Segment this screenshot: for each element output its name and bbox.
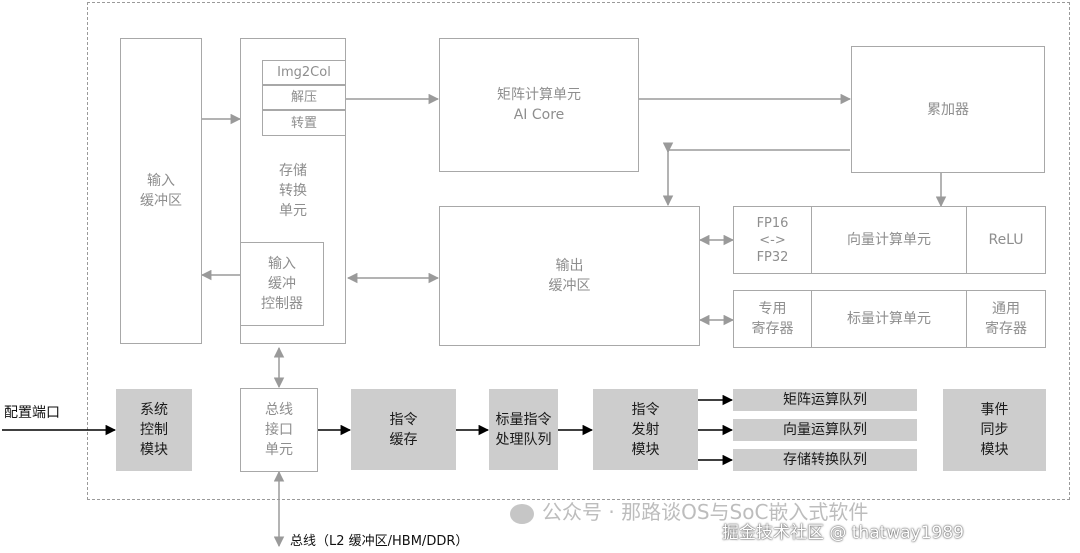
scalar-instruction-queue: 标量指令 处理队列 bbox=[489, 389, 558, 470]
bus-label: 总线（L2 缓冲区/HBM/DDR） bbox=[290, 534, 469, 549]
config-port-label: 配置端口 bbox=[4, 405, 60, 421]
wechat-icon bbox=[510, 503, 534, 524]
storage-conversion-label: 存储 转换 单元 bbox=[279, 163, 307, 219]
vector-compute-unit: 向量计算单元 bbox=[811, 206, 967, 274]
relu-unit: ReLU bbox=[966, 206, 1046, 274]
input-buffer: 输入 缓冲区 bbox=[120, 38, 202, 344]
output-buffer: 输出 缓冲区 bbox=[439, 206, 700, 346]
instruction-cache: 指令 缓存 bbox=[351, 389, 456, 470]
matrix-op-queue: 矩阵运算队列 bbox=[733, 389, 917, 411]
scalar-compute-unit: 标量计算单元 bbox=[811, 290, 967, 348]
decompress-cell: 解压 bbox=[262, 85, 346, 110]
bus-interface-unit: 总线 接口 单元 bbox=[240, 388, 318, 472]
accumulator: 累加器 bbox=[851, 46, 1045, 173]
watermark-community: 掘金技术社区 @ thatway1989 bbox=[722, 523, 964, 543]
general-register: 通用 寄存器 bbox=[966, 290, 1046, 348]
system-control-module: 系统 控制 模块 bbox=[116, 389, 192, 471]
vector-op-queue: 向量运算队列 bbox=[733, 419, 917, 441]
watermark-line1: 公众号 · 那路谈OS与SoC嵌入式软件 bbox=[542, 500, 869, 524]
ai-core-boundary bbox=[87, 2, 1070, 500]
img2col-cell: Img2Col bbox=[262, 60, 346, 85]
transpose-cell: 转置 bbox=[262, 110, 346, 136]
event-sync-module: 事件 同步 模块 bbox=[943, 389, 1046, 471]
fp16-fp32-converter: FP16 <-> FP32 bbox=[733, 206, 812, 274]
special-register: 专用 寄存器 bbox=[733, 290, 812, 348]
matrix-compute-unit: 矩阵计算单元 AI Core bbox=[439, 38, 639, 172]
input-buffer-controller: 输入 缓冲 控制器 bbox=[240, 242, 324, 326]
watermark-wechat: 公众号 · 那路谈OS与SoC嵌入式软件 bbox=[510, 496, 868, 525]
instruction-dispatch-module: 指令 发射 模块 bbox=[593, 389, 698, 470]
storage-conversion-queue: 存储转换队列 bbox=[733, 449, 917, 471]
